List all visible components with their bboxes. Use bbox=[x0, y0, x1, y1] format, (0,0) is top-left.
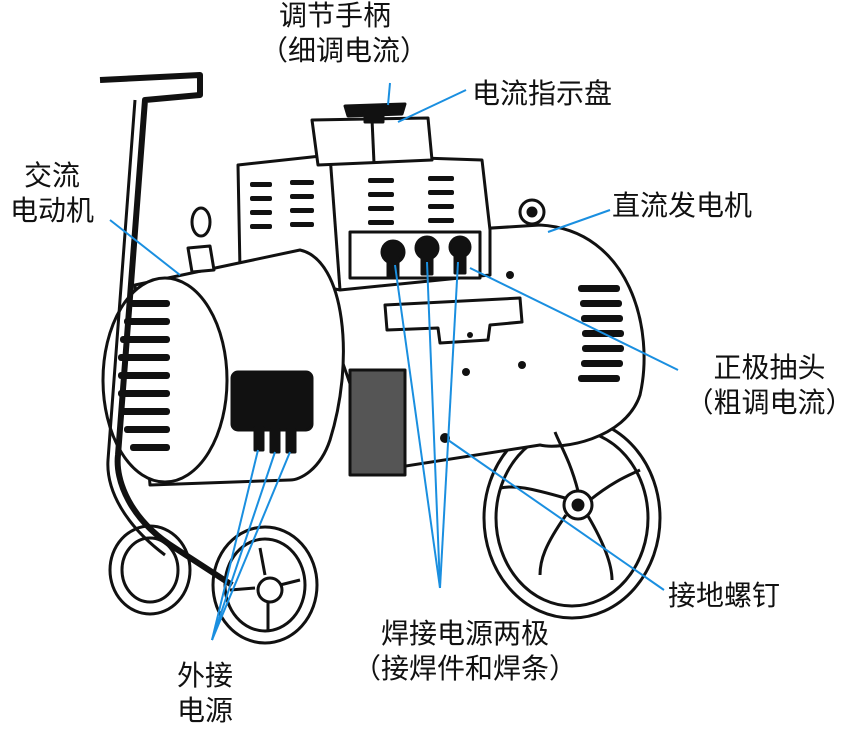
label-welding-poles-title: 焊接电源两极 bbox=[380, 617, 549, 650]
label-external-power: 外接 电源 bbox=[150, 658, 260, 728]
label-ac-motor-line1: 交流 bbox=[24, 159, 81, 192]
label-external-power-line1: 外接 bbox=[176, 659, 233, 692]
label-welding-poles-note: （接焊件和焊条） bbox=[352, 652, 577, 685]
junction-box bbox=[230, 370, 314, 432]
generator-vents bbox=[578, 285, 624, 382]
label-positive-tap-title: 正极抽头 bbox=[713, 351, 826, 384]
label-ground-screw: 接地螺钉 bbox=[668, 579, 781, 612]
label-ac-motor-line2: 电动机 bbox=[10, 194, 95, 227]
label-positive-tap-note: （粗调电流） bbox=[685, 386, 854, 419]
label-welding-poles: 焊接电源两极 （接焊件和焊条） bbox=[340, 616, 590, 686]
label-dc-generator: 直流发电机 bbox=[612, 189, 753, 222]
label-adjust-handle: 调节手柄 （细调电流） bbox=[260, 0, 429, 68]
label-adjust-handle-note: （细调电流） bbox=[260, 34, 429, 67]
adjust-handle bbox=[343, 102, 407, 118]
label-current-dial: 电流指示盘 bbox=[472, 77, 613, 110]
mesh-vent bbox=[348, 368, 407, 477]
label-external-power-line2: 电源 bbox=[176, 694, 233, 727]
label-adjust-handle-title: 调节手柄 bbox=[278, 0, 391, 32]
leader-lines bbox=[109, 82, 679, 641]
trolley-handle bbox=[99, 72, 234, 588]
label-positive-tap: 正极抽头 （粗调电流） bbox=[682, 350, 857, 420]
label-ac-motor: 交流 电动机 bbox=[10, 158, 94, 228]
